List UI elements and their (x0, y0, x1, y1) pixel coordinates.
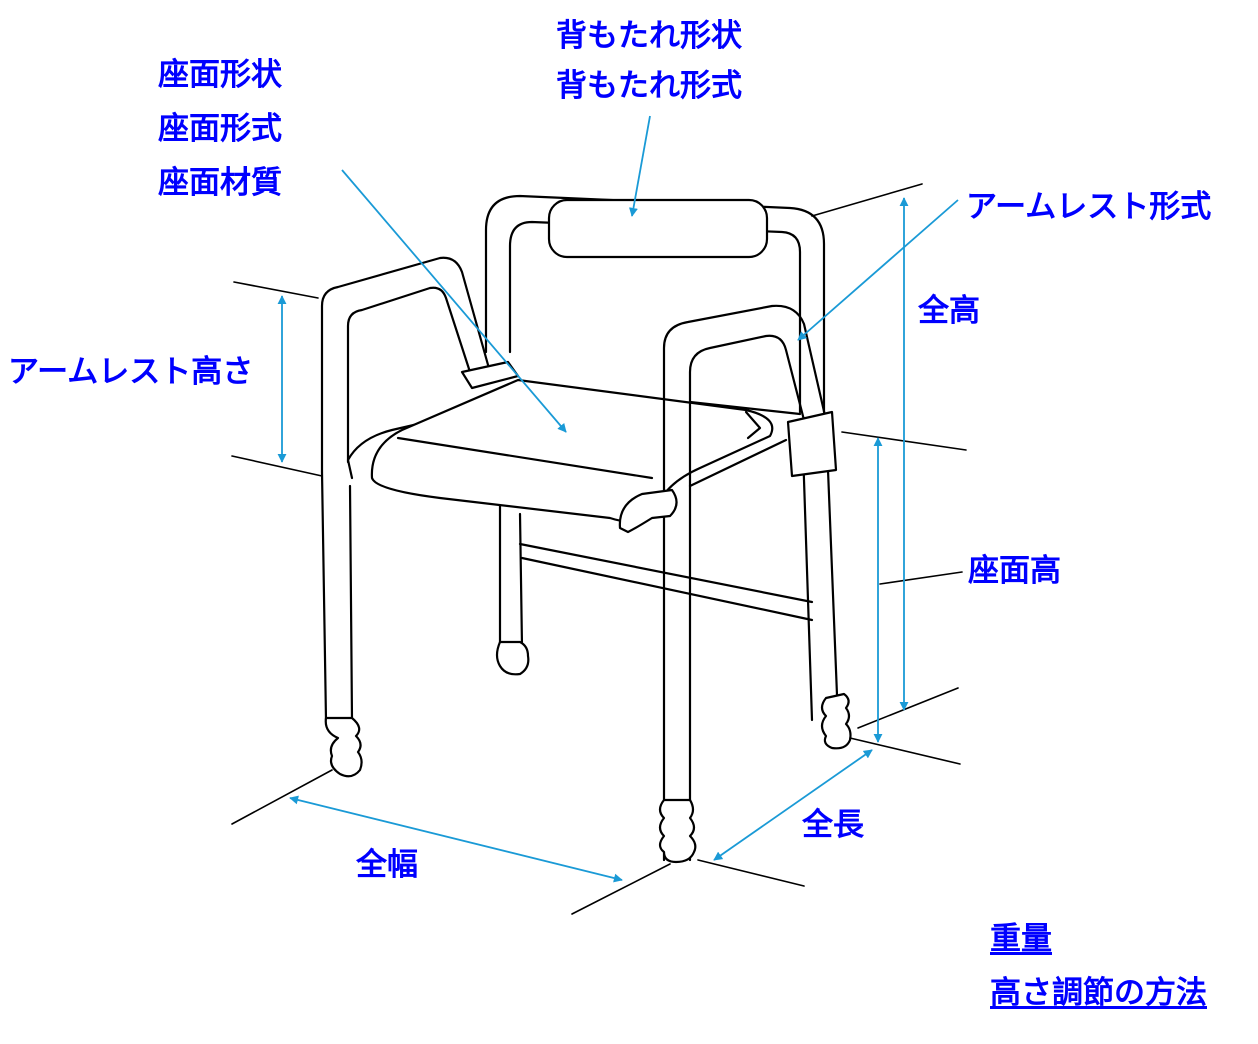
left-rear-leg (320, 470, 328, 722)
total-length-label: 全長 (802, 807, 864, 843)
armrest-type-label: アームレスト形式 (966, 189, 1212, 225)
front-leg-foot (658, 798, 697, 864)
backrest-type-label: 背もたれ形式 (556, 68, 742, 104)
backrest-shape-label: 背もたれ形状 (556, 18, 742, 54)
armrest-height-label: アームレスト高さ (8, 354, 254, 390)
seat-panel (370, 378, 774, 523)
other-spec-labels: 重量 高さ調節の方法 (990, 924, 1207, 1032)
total-width-label: 全幅 (356, 847, 418, 883)
chair-drawing (231, 183, 967, 915)
height-adjustment-label: 高さ調節の方法 (990, 975, 1207, 1011)
total-length-arrow (713, 749, 873, 861)
dimension-arrows (277, 115, 959, 883)
seat-type-label: 座面形式 (158, 111, 282, 147)
armrest-type-pointer-arrow (797, 199, 959, 341)
total-height-label: 全高 (918, 293, 980, 329)
backrest-pointer-arrow (629, 115, 651, 217)
right-armrest (662, 304, 828, 862)
extension-lines (231, 183, 967, 915)
seat-labels: 座面形状 座面形式 座面材質 (158, 60, 282, 222)
right-rear-foot (820, 692, 852, 750)
total-width-arrow (289, 795, 623, 883)
left-rear-foot (324, 716, 363, 778)
seat-shape-label: 座面形状 (158, 57, 282, 93)
weight-label: 重量 (990, 921, 1052, 957)
backrest-pad (547, 198, 769, 259)
left-armrest (320, 256, 492, 474)
backrest-labels: 背もたれ形状 背もたれ形式 (556, 21, 742, 121)
seat-height-label: 座面高 (968, 553, 1061, 589)
seat-pointer-arrow (341, 169, 567, 433)
seat-material-label: 座面材質 (158, 165, 282, 201)
